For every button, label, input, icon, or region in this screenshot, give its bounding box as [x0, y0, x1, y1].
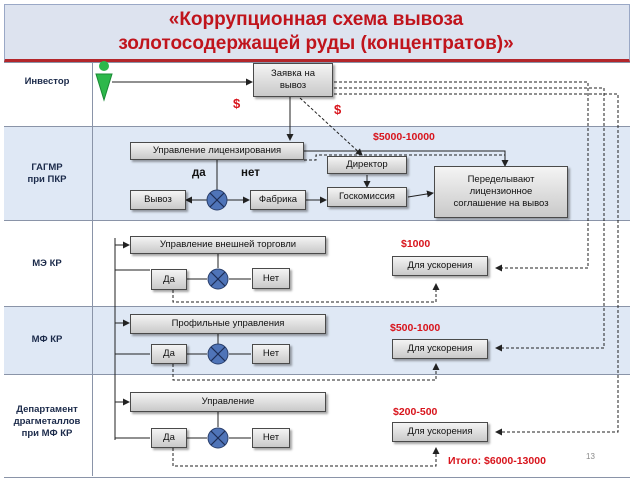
- export-box: Вывоз: [130, 190, 186, 210]
- title-banner: [4, 4, 630, 62]
- total-label: Итого: $6000-13000: [448, 455, 546, 467]
- title-line-2: золотосодержащей руды (концентратов)»: [118, 33, 514, 54]
- mf-speedup-box: Для ускорения: [392, 339, 488, 359]
- bribe-mf: $500-1000: [390, 322, 441, 334]
- dashed-to-mf-speedup: [334, 87, 605, 352]
- dashed-me-loop: [172, 283, 440, 303]
- mf-yes-box: Да: [151, 344, 187, 364]
- lane-dept: [4, 374, 630, 478]
- gagmr-no-label: нет: [241, 167, 260, 179]
- lane-me: [4, 220, 630, 307]
- lane-label-investor: Инвестор: [24, 76, 70, 87]
- dashed-mf-loop: [172, 363, 440, 381]
- lane-label-mf: МФ КР: [31, 334, 63, 345]
- licensing-box: Управление лицензирования: [130, 142, 304, 160]
- redo-agreement-box: Переделывают лицензионное соглашение на …: [434, 166, 568, 218]
- goskomissia-box: Госкомиссия: [327, 187, 407, 207]
- dollar-left: $: [233, 96, 241, 111]
- dept-yes-box: Да: [151, 428, 187, 448]
- dept-no-box: Нет: [252, 428, 290, 448]
- arrow-licensing-redo: [304, 150, 509, 167]
- dollar-right: $: [334, 102, 342, 117]
- bribe-gagmr: $5000-10000: [373, 131, 435, 143]
- arrow-goskomissia-redo: [407, 190, 434, 198]
- mf-no-box: Нет: [252, 344, 290, 364]
- bribe-dept: $200-500: [393, 406, 438, 418]
- factory-box: Фабрика: [250, 190, 306, 210]
- title-line-1: «Коррупционная схема вывоза: [168, 9, 464, 30]
- lane-label-gagmr: ГАГМР при ПКР: [27, 162, 67, 185]
- page-number: 13: [586, 452, 595, 461]
- me-speedup-box: Для ускорения: [392, 256, 488, 276]
- dashed-to-me-speedup: [334, 81, 589, 272]
- lane-label-me: МЭ КР: [32, 258, 62, 269]
- lane-investor: [4, 62, 630, 127]
- profile-depts-box: Профильные управления: [130, 314, 326, 334]
- dept-mgmt-box: Управление: [130, 392, 326, 412]
- dashed-licensing-redo: [304, 154, 505, 161]
- dashed-to-dept-speedup: [334, 93, 619, 436]
- foreign-trade-box: Управление внешней торговли: [130, 236, 326, 254]
- bribe-me: $1000: [401, 238, 431, 250]
- request-box: Заявка на вывоз: [253, 63, 333, 97]
- arrow-request-director: [299, 97, 363, 156]
- me-no-box: Нет: [252, 268, 290, 289]
- dept-speedup-box: Для ускорения: [392, 422, 488, 442]
- lane-label-dept: Департамент драгметаллов при МФ КР: [13, 404, 81, 439]
- gagmr-yes-label: да: [192, 167, 206, 179]
- investor-person-icon: [95, 61, 113, 102]
- dashed-dept-loop: [172, 447, 440, 467]
- director-box: Директор: [327, 156, 407, 174]
- me-yes-box: Да: [151, 269, 187, 290]
- lane-divider: [92, 62, 93, 476]
